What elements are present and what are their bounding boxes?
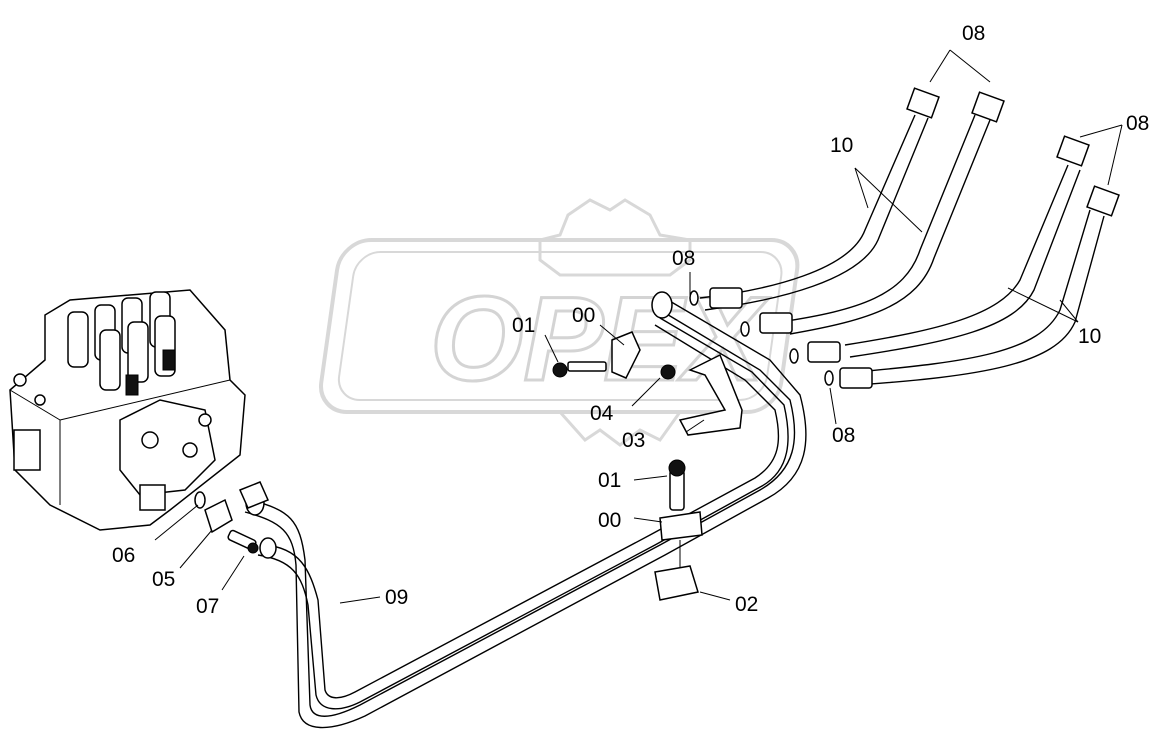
callout-10-right: 10 <box>1078 325 1101 348</box>
flange-parts <box>194 481 270 554</box>
callout-01-lower: 01 <box>598 469 621 492</box>
callout-07: 07 <box>196 595 219 618</box>
callout-03: 03 <box>622 429 645 452</box>
callout-02: 02 <box>735 593 758 616</box>
valve-spools <box>67 291 176 391</box>
callouts: 08 08 10 10 08 00 01 04 03 08 01 00 02 0… <box>112 22 1149 618</box>
lower-clamp-group <box>654 459 703 601</box>
watermark-gear <box>538 198 692 277</box>
callout-08-right: 08 <box>1126 112 1149 135</box>
callout-00-upper: 00 <box>572 304 595 327</box>
leader-lines <box>154 49 1123 604</box>
callout-08-top: 08 <box>962 22 985 45</box>
callout-08-lower: 08 <box>832 424 855 447</box>
control-valve <box>9 289 246 531</box>
callout-00-lower: 00 <box>598 509 621 532</box>
callout-01-upper: 01 <box>512 314 535 337</box>
callout-10-top: 10 <box>830 134 853 157</box>
callout-05: 05 <box>152 568 175 591</box>
callout-04: 04 <box>590 402 614 425</box>
hose-fittings <box>689 287 873 389</box>
watermark-gear-bottom <box>558 411 682 447</box>
hose-10-right <box>844 135 1120 386</box>
callout-06: 06 <box>112 544 135 567</box>
upper-clamp-group <box>552 331 743 436</box>
callout-09: 09 <box>385 586 408 609</box>
callout-08-mid: 08 <box>672 247 695 270</box>
